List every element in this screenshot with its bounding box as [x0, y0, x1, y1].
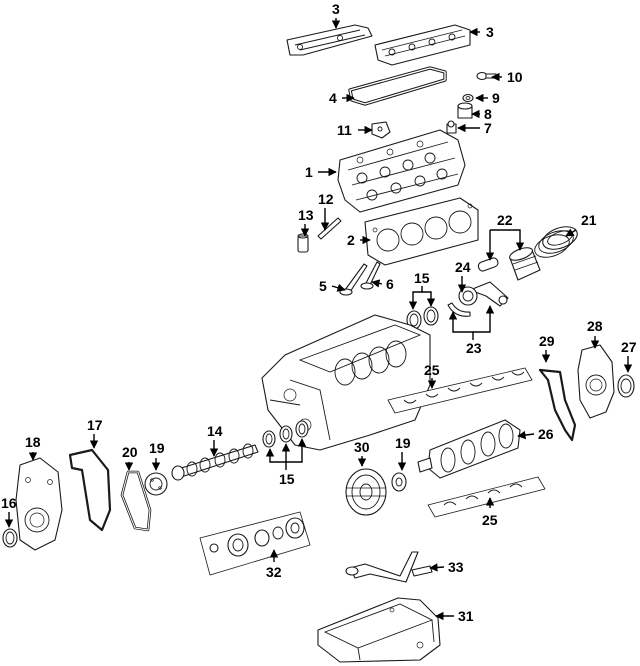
sensor-7 — [446, 120, 457, 134]
front-gasket-17 — [68, 448, 112, 532]
cam-sprocket-19 — [144, 472, 168, 496]
callout-5: 5 — [319, 278, 327, 294]
callout-25-lower: 25 — [482, 512, 498, 528]
valve-cover-gasket — [348, 66, 447, 106]
engine-block — [261, 314, 431, 451]
connecting-rod — [458, 281, 509, 307]
callout-29: 29 — [539, 333, 555, 349]
callout-15-lower: 15 — [279, 471, 295, 487]
timing-chain-20 — [120, 470, 152, 532]
callout-6: 6 — [386, 276, 394, 292]
callout-27: 27 — [621, 339, 637, 355]
callout-3-left: 3 — [332, 1, 340, 17]
valve-cover-left — [286, 24, 373, 56]
piston-pin — [477, 257, 499, 272]
valve-cover-right — [374, 24, 471, 66]
camshaft-14 — [171, 443, 259, 481]
callout-28: 28 — [587, 318, 603, 334]
main-bearings-lower — [427, 476, 546, 518]
lifter-13 — [297, 233, 309, 253]
callout-26: 26 — [538, 426, 554, 442]
callout-11: 11 — [337, 122, 352, 138]
callout-23: 23 — [466, 340, 482, 356]
rear-seal-27 — [617, 374, 635, 398]
callout-22: 22 — [497, 212, 513, 228]
callout-2: 2 — [347, 232, 355, 248]
callout-3-right: 3 — [486, 24, 494, 40]
main-bearings-upper — [387, 367, 533, 414]
cam-bearings-15b — [262, 420, 309, 448]
harmonic-balancer-30 — [345, 468, 387, 516]
callout-18: 18 — [25, 434, 41, 450]
callout-14: 14 — [207, 423, 223, 439]
front-seal-16 — [2, 528, 18, 548]
callout-20: 20 — [122, 444, 138, 460]
callout-30: 30 — [354, 439, 370, 455]
callout-31: 31 — [458, 608, 474, 624]
cylinder-head — [337, 129, 466, 213]
callout-7: 7 — [484, 120, 492, 136]
crank-sprocket-19b — [391, 472, 407, 492]
leader-lines — [4, 18, 633, 621]
callout-33: 33 — [448, 559, 464, 575]
oil-pickup-tube-33 — [345, 551, 433, 583]
cam-bearing-15a — [406, 306, 439, 330]
piston-rings — [534, 226, 578, 258]
front-cover-18 — [15, 457, 63, 551]
rocker-11 — [371, 121, 391, 139]
callout-8: 8 — [484, 106, 492, 122]
callout-12: 12 — [318, 191, 334, 207]
rear-gasket-29 — [538, 368, 577, 442]
bolt-10 — [476, 71, 497, 81]
piston — [509, 247, 541, 281]
callout-17: 17 — [87, 417, 103, 433]
rear-seal-housing-28 — [577, 344, 615, 419]
callout-21: 21 — [581, 212, 597, 228]
valve-6 — [360, 261, 381, 290]
callout-1: 1 — [305, 164, 313, 180]
callout-labels: 3 3 10 4 9 8 11 7 1 12 13 2 22 21 24 15 … — [1, 1, 637, 624]
head-gasket — [364, 197, 479, 266]
washer-9 — [462, 93, 474, 103]
pushrod-12 — [317, 217, 342, 240]
callout-19-left: 19 — [149, 440, 165, 456]
callout-15-upper: 15 — [414, 270, 430, 286]
callout-16: 16 — [1, 495, 17, 511]
grommet-8 — [457, 102, 473, 119]
crankshaft-26 — [417, 419, 521, 479]
callout-25-upper: 25 — [424, 362, 440, 378]
callout-4: 4 — [329, 90, 337, 106]
callout-24: 24 — [455, 259, 471, 275]
oil-pump-kit-32 — [199, 511, 311, 576]
callout-9: 9 — [492, 90, 500, 106]
oil-pan-31 — [317, 597, 441, 663]
callout-13: 13 — [298, 207, 314, 223]
callout-10: 10 — [507, 69, 523, 85]
callout-32: 32 — [266, 564, 282, 580]
callout-19-right: 19 — [395, 435, 411, 451]
